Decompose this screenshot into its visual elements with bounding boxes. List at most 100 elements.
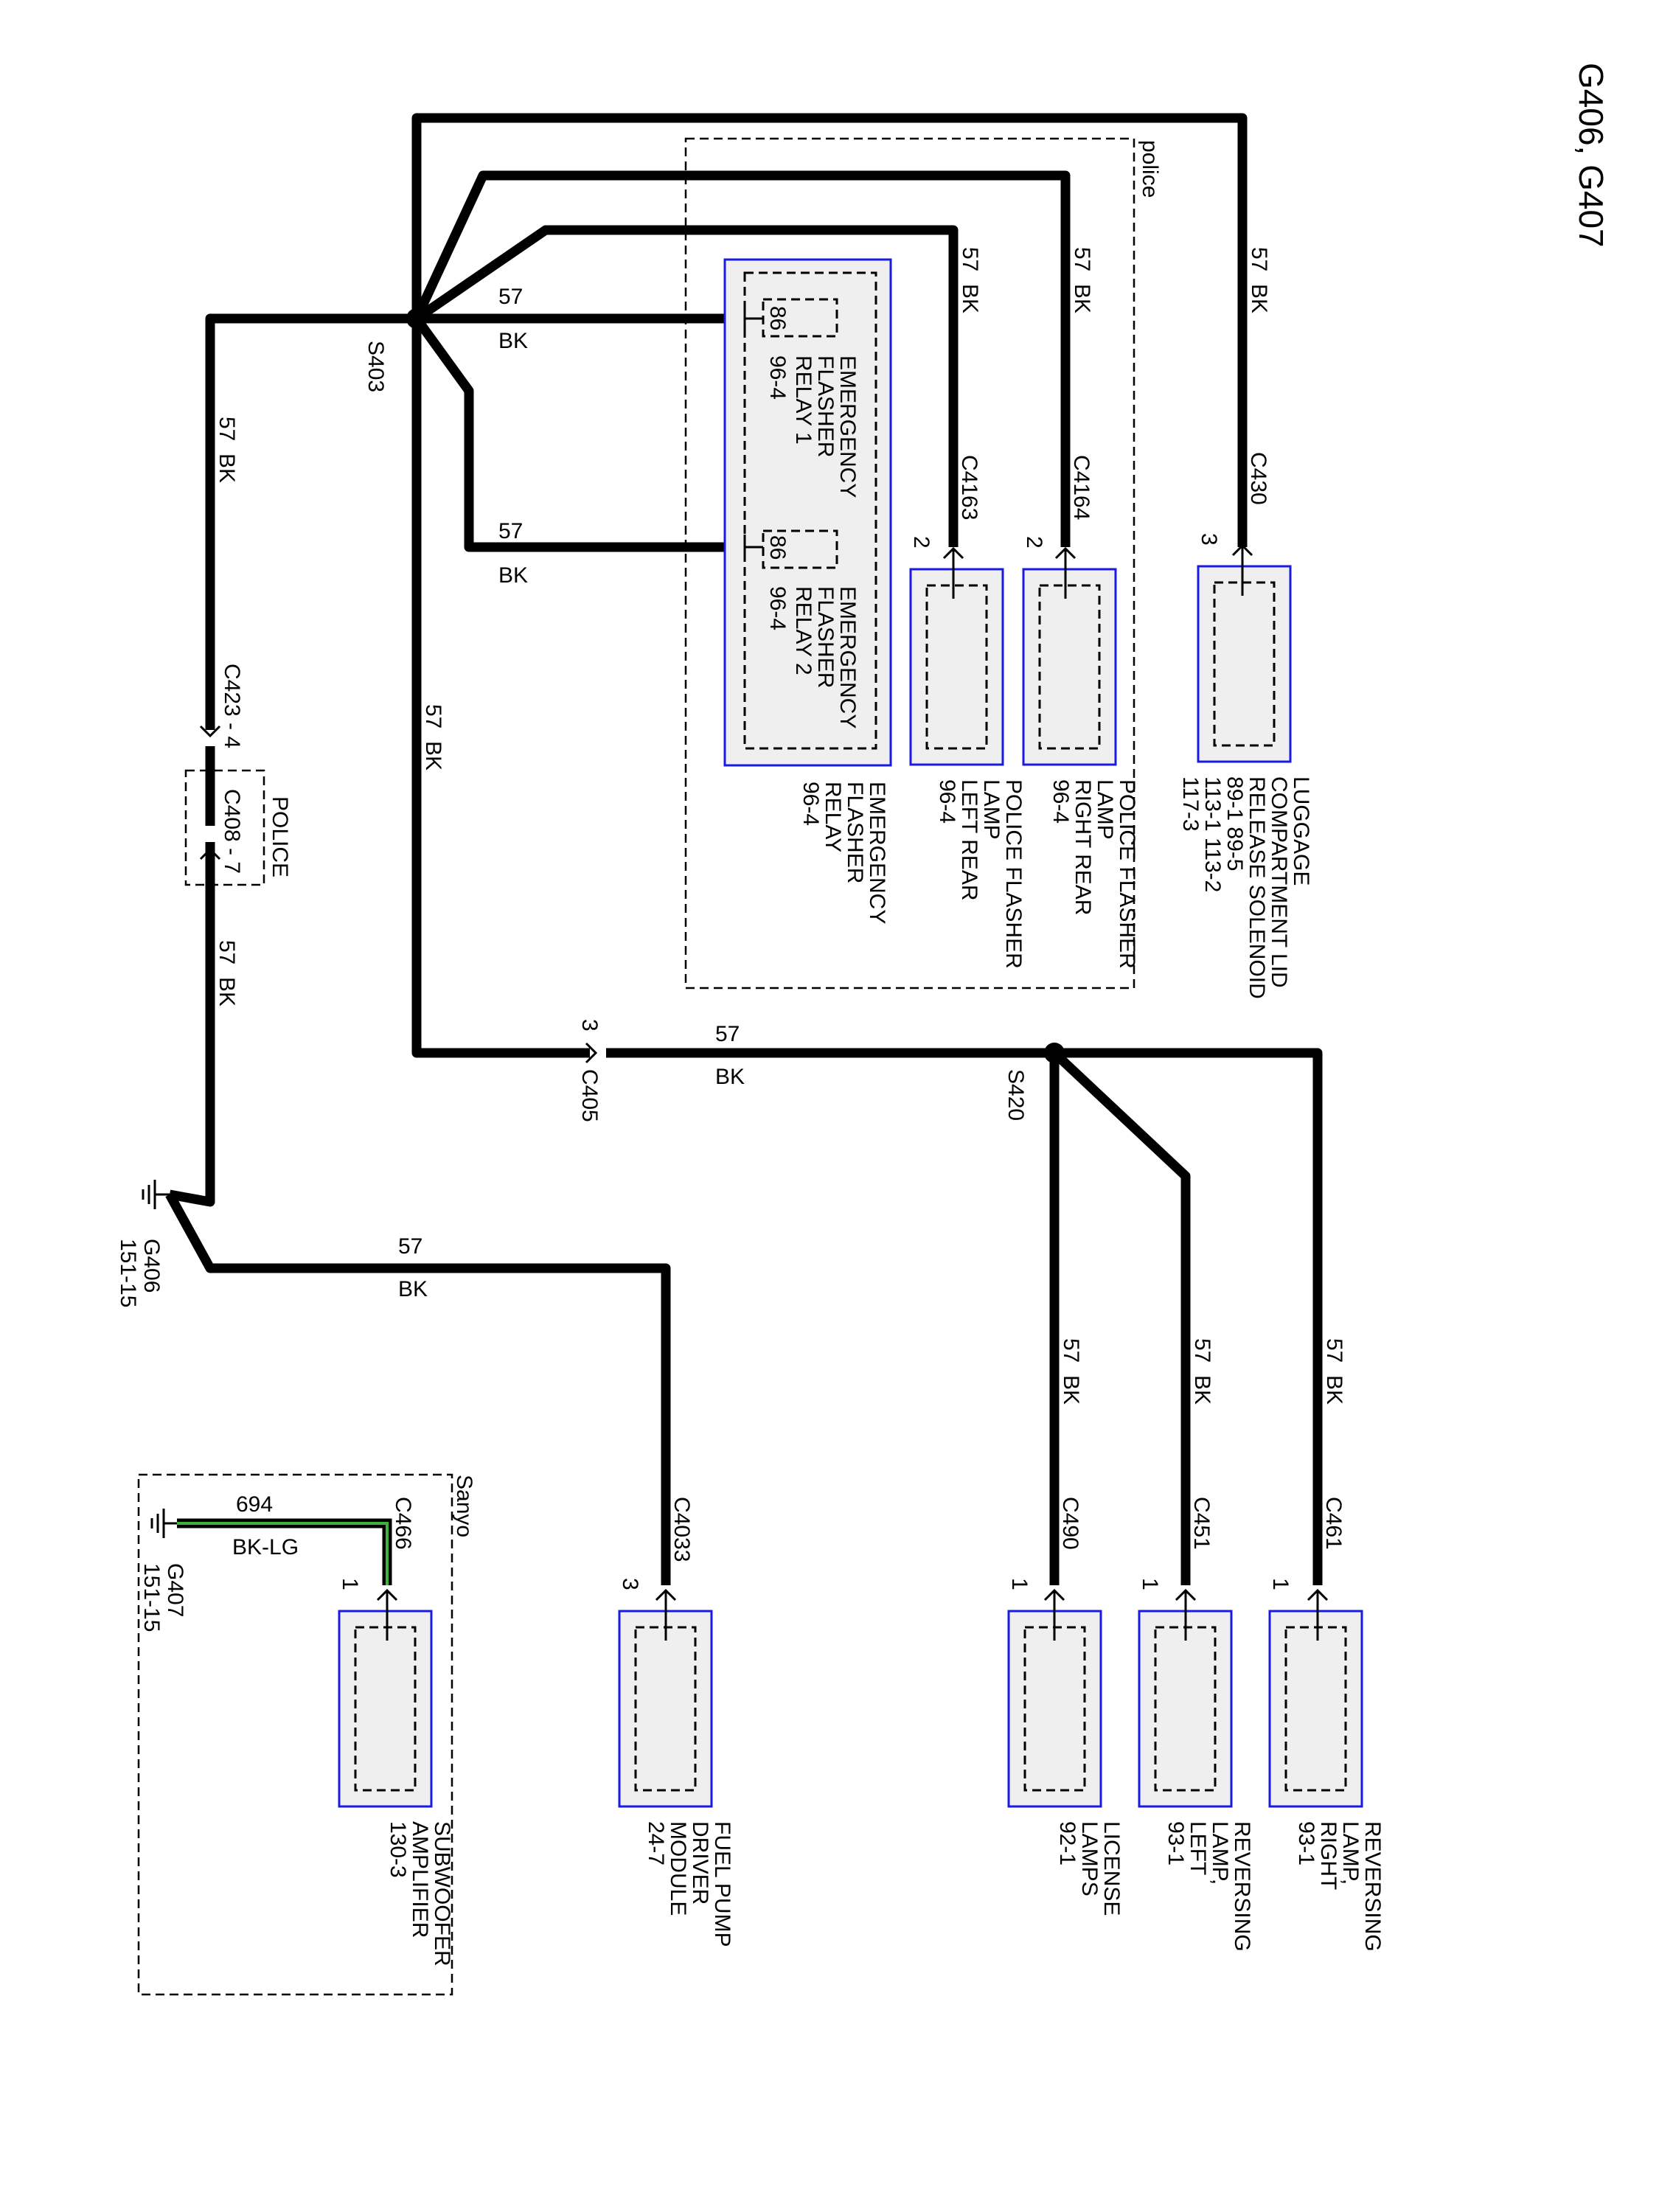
wire-to-relay2: [412, 316, 745, 552]
connector-label: C4033: [669, 1497, 694, 1562]
wire-labels: 57 BK 57 BK 57 BK 57 BK 57 BK 57 BK 57 B…: [215, 247, 1346, 1559]
pin-number: 2: [1022, 536, 1046, 549]
connector-label: C4163: [957, 455, 981, 520]
wire-label-circuit: 57: [1247, 247, 1271, 271]
police-inline-label: POLICE: [268, 796, 292, 877]
wire-label-circuit: 57: [1322, 1338, 1346, 1363]
relay2-name-1: EMERGENCY: [835, 586, 860, 728]
component-ref: 96-4: [935, 779, 959, 824]
splice-s420-label: S420: [1004, 1069, 1028, 1121]
wire-to-s420: [411, 319, 1054, 1058]
relay-box-ref: 96-4: [799, 782, 823, 826]
police-inline-zone: [184, 769, 265, 886]
wire-label-circuit: 57: [715, 1022, 740, 1046]
wire-label-circuit: 57: [1190, 1338, 1214, 1363]
connector-label: C461: [1321, 1497, 1346, 1550]
component-name-line: LAMP,: [1338, 1821, 1363, 1885]
component-name-line: COMPARTMENT LID: [1267, 776, 1291, 988]
component-name-line: LAMP,: [1208, 1821, 1232, 1885]
wire-label-circuit: 57: [498, 285, 523, 309]
component-name-line: SUBWOOFER: [430, 1821, 454, 1966]
component-name-line: REVERSING: [1360, 1821, 1385, 1952]
wire-label-color: BK: [215, 453, 239, 483]
component-name-line: DRIVER: [688, 1821, 712, 1905]
wire-label-circuit: 57: [1059, 1338, 1083, 1363]
connector-label: C4164: [1069, 455, 1093, 520]
wire-label-circuit: 57: [498, 519, 523, 543]
component-name-line: LAMPS: [1077, 1821, 1102, 1896]
ground-g407-icon: [150, 1509, 177, 1538]
wire-to-c451: [1051, 1049, 1191, 1585]
inline-connector-c408: [199, 826, 221, 860]
pin-number: 1: [1268, 1578, 1293, 1590]
pin-number: 1: [1138, 1578, 1162, 1590]
component-ref: 113-1 113-2: [1200, 776, 1225, 892]
connector-label: C466: [391, 1497, 415, 1550]
wire-label-circuit: 57: [215, 417, 239, 441]
relay-box-name-3: RELAY: [821, 782, 845, 852]
wire-to-c4033: [165, 1192, 671, 1585]
component-ref: 117-3: [1178, 776, 1203, 832]
component-name-line: MODULE: [666, 1821, 690, 1916]
pin-number: 2: [909, 536, 933, 549]
wire-label-circuit: 57: [1070, 247, 1094, 271]
component-name-line: POLICE FLASHER: [1115, 779, 1139, 969]
wire-label-color: BK: [421, 741, 445, 771]
component-name-line: LEFT REAR: [957, 779, 981, 901]
pin-number: 1: [338, 1578, 362, 1590]
component-ref: 96-4: [1048, 779, 1073, 824]
component-name-line: RELEASE SOLENOID: [1245, 776, 1269, 999]
sanyo-zone-label: Sanyo: [452, 1475, 476, 1537]
component-ref: 130-3: [386, 1821, 410, 1878]
wire-group-s403: [168, 113, 1248, 1207]
pin-number: 3: [1197, 533, 1221, 546]
component-name-line: POLICE FLASHER: [1001, 779, 1026, 969]
component-name-line: LEFT: [1186, 1821, 1210, 1875]
splice-s403: [406, 308, 427, 329]
splice-s403-label: S403: [364, 341, 388, 392]
relay1-name-2: FLASHER: [813, 355, 838, 457]
wire-label-circuit: 57: [398, 1234, 422, 1259]
wire-label-color: BK: [215, 977, 239, 1006]
wire-label-color: BK: [1070, 284, 1094, 313]
connector-label: C430: [1246, 452, 1270, 505]
wire-to-c461: [1054, 1048, 1323, 1585]
pin-number: 1: [1007, 1578, 1032, 1590]
inline-connector-c423: [199, 725, 221, 746]
wire-label-circuit: 57: [215, 940, 239, 964]
wire-to-c4163: [414, 225, 959, 547]
wire-label-color: BK: [1059, 1375, 1083, 1405]
relay2-ref: 96-4: [765, 586, 790, 630]
component-ref: 24-7: [644, 1821, 668, 1865]
police-zone-label: police: [1138, 140, 1162, 198]
component-name-line: LAMP: [1093, 779, 1117, 840]
g407-ref: 151-15: [139, 1563, 164, 1632]
relay2-labels: 86 96-4 EMERGENCY FLASHER RELAY 2: [765, 535, 860, 728]
component-name-line: RIGHT: [1316, 1821, 1340, 1890]
diagram-title: G406, G407: [1572, 63, 1610, 248]
wire-label-color: BK: [498, 563, 528, 588]
inline-connector-c405: [585, 1042, 606, 1064]
relay1-labels: 86 96-4 EMERGENCY FLASHER RELAY 1: [765, 306, 860, 498]
component-ref: 92-1: [1055, 1821, 1079, 1865]
component-name-line: LICENSE: [1099, 1821, 1124, 1916]
relay1-name-1: EMERGENCY: [835, 355, 860, 498]
component-name-line: AMPLIFIER: [408, 1821, 432, 1938]
component-name-line: FUEL PUMP: [710, 1821, 734, 1947]
relay1-name-3: RELAY 1: [791, 355, 815, 445]
wire-label-bklg: BK-LG: [232, 1535, 299, 1559]
relay2-pin: 86: [765, 535, 790, 560]
relay1-pin: 86: [765, 306, 790, 330]
police-zone: [684, 137, 1135, 990]
g407-label: G407: [163, 1563, 187, 1617]
wire-label-color: BK: [1247, 284, 1271, 313]
relay-box-name-2: FLASHER: [843, 782, 867, 883]
component-ref: 93-1: [1164, 1821, 1188, 1865]
relay-box-labels: EMERGENCY FLASHER RELAY 96-4: [799, 782, 889, 924]
